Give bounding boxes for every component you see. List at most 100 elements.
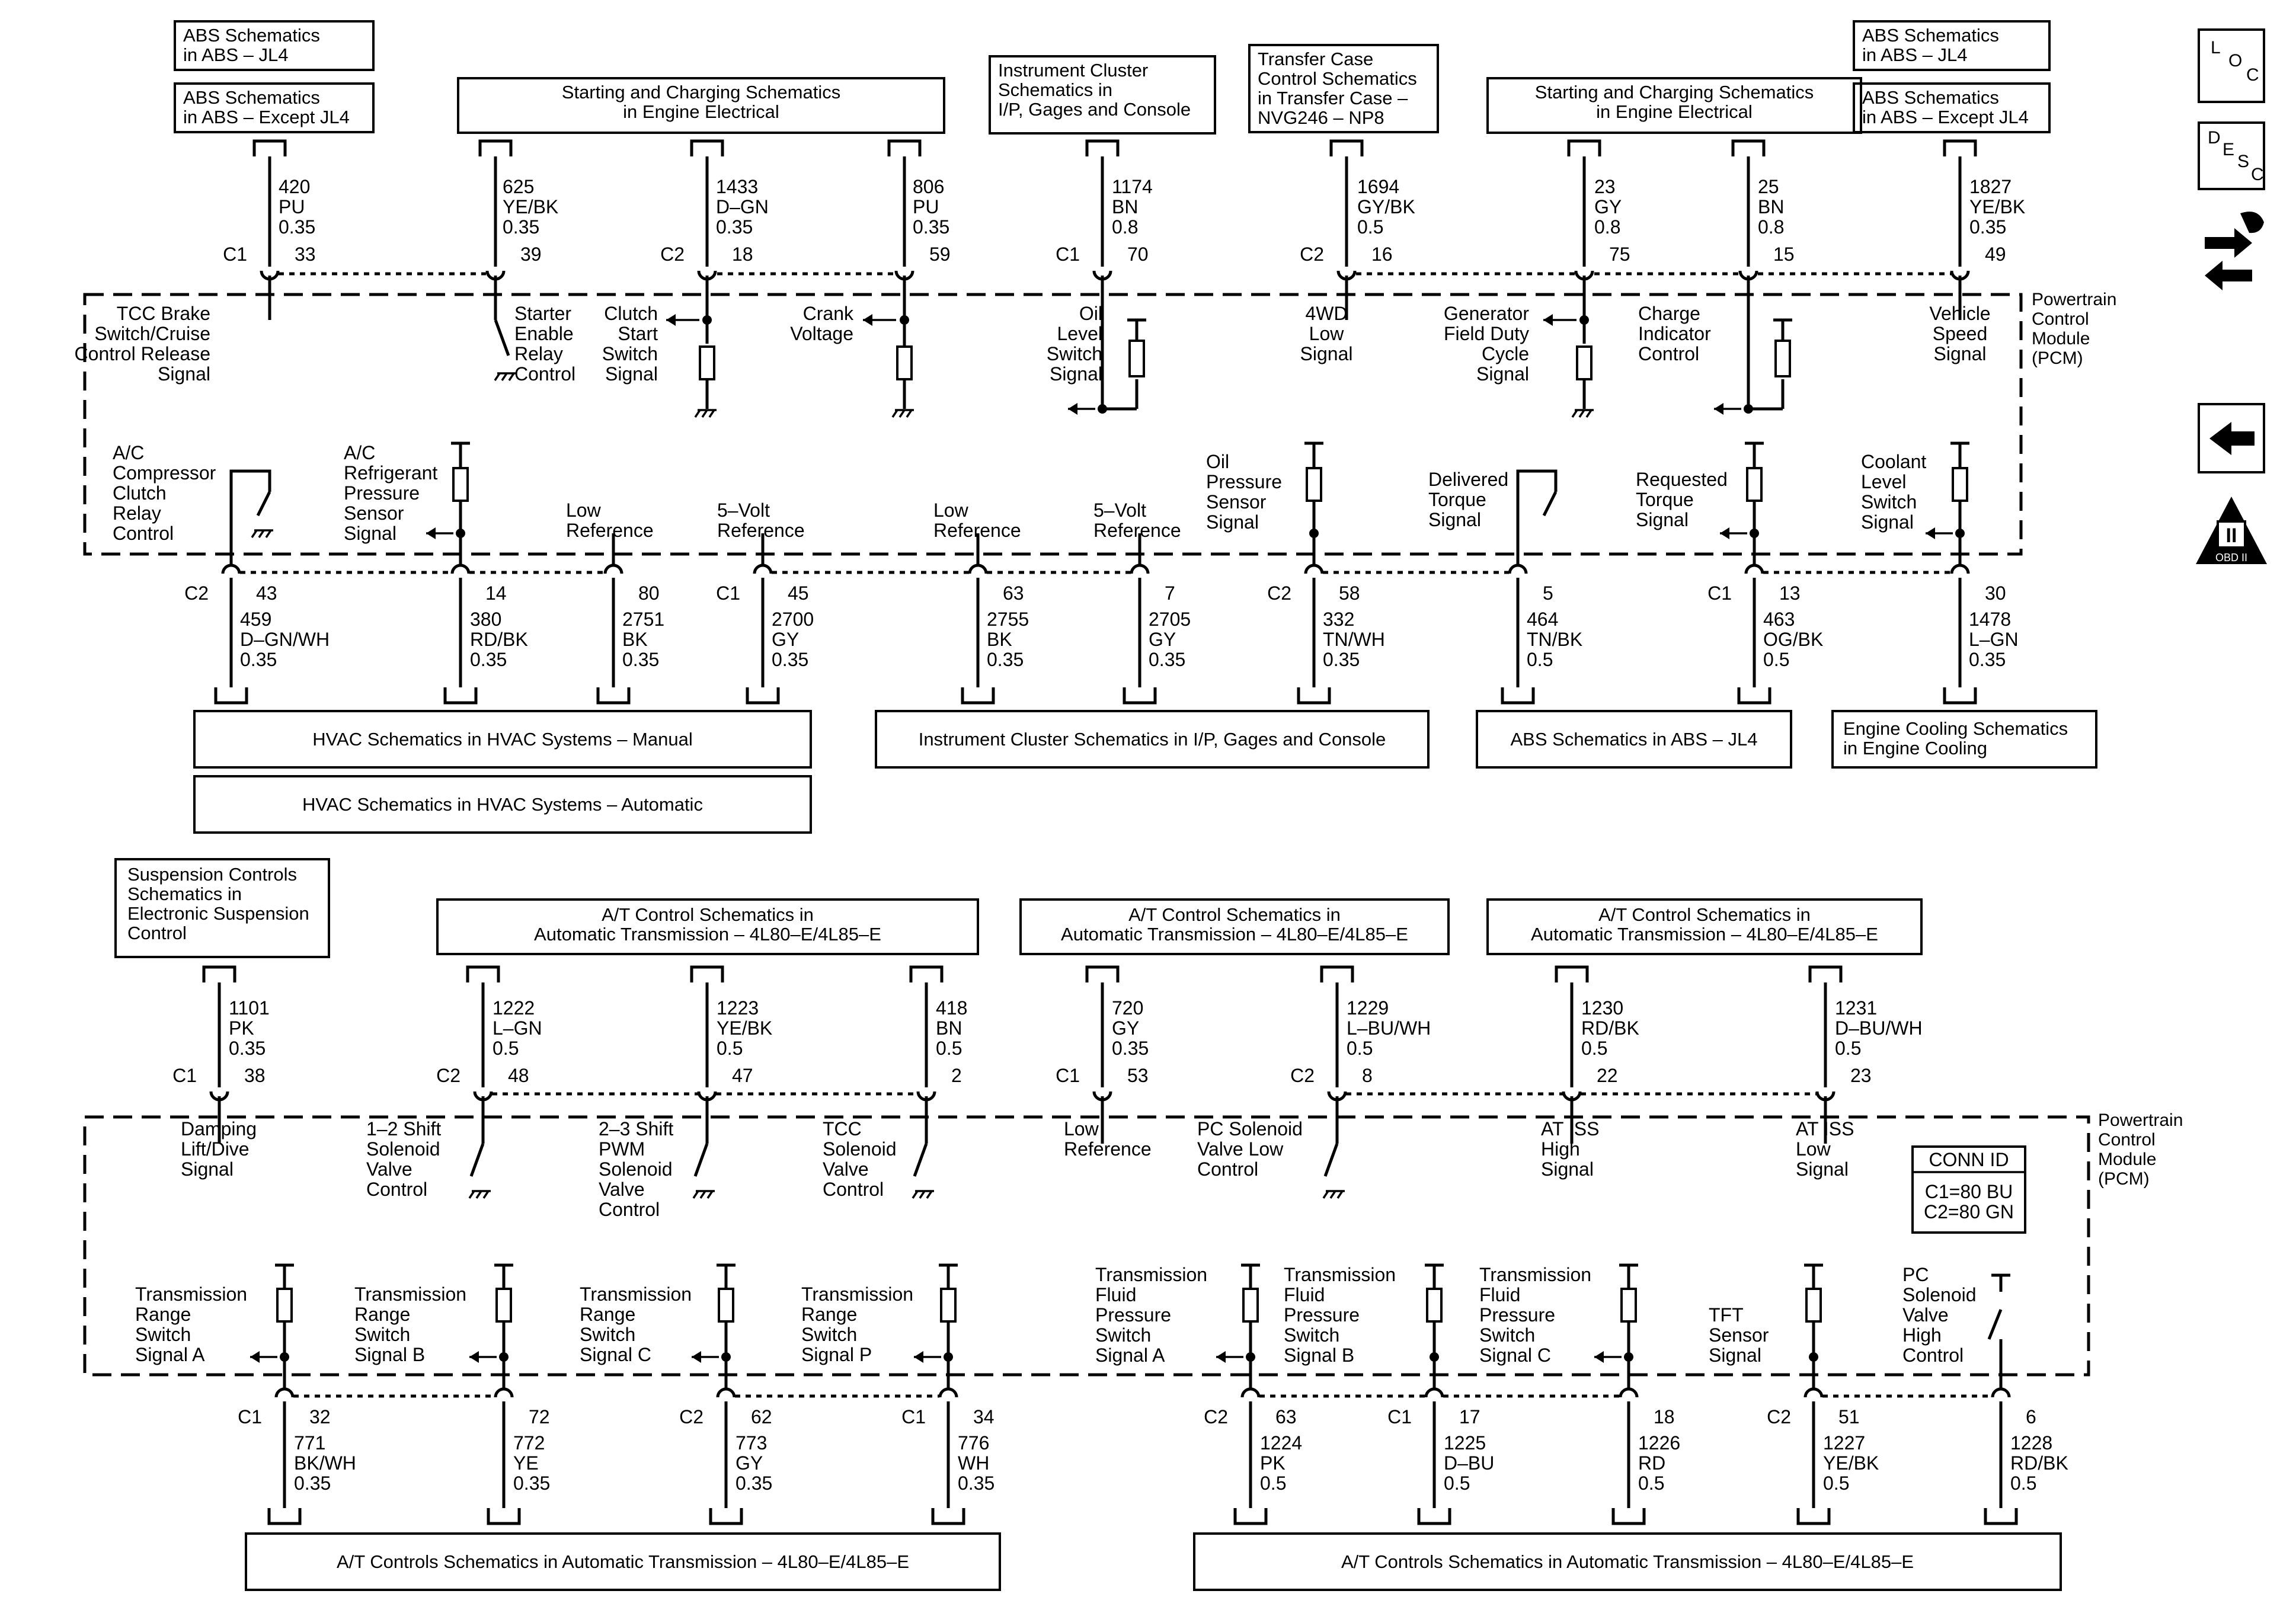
wire-color: GY bbox=[1594, 196, 1622, 217]
junction-dot bbox=[1430, 1352, 1439, 1362]
arrow-head bbox=[250, 1351, 260, 1363]
harness-connector bbox=[252, 139, 287, 156]
switch-blade bbox=[913, 1143, 928, 1177]
signal-label: Cycle bbox=[1482, 343, 1529, 364]
signal-label: Signal C bbox=[580, 1344, 651, 1365]
harness-connector bbox=[1567, 139, 1601, 156]
connector-swap-icon[interactable] bbox=[2205, 212, 2264, 290]
connector-pin bbox=[274, 1387, 295, 1398]
reference-text: in Engine Electrical bbox=[623, 101, 779, 122]
pin-number: 5 bbox=[1543, 582, 1553, 604]
reference-text: Schematics in bbox=[127, 884, 242, 904]
harness-connector bbox=[478, 139, 513, 156]
signal-label: Damping bbox=[181, 1118, 257, 1140]
ground-symbol bbox=[251, 529, 273, 538]
connector-pin bbox=[450, 564, 471, 574]
signal-label: Signal A bbox=[1095, 1345, 1165, 1366]
signal-label: Charge bbox=[1638, 303, 1700, 324]
wire-color: TN/WH bbox=[1323, 629, 1385, 650]
resistor bbox=[718, 1288, 734, 1323]
back-arrow-icon[interactable] bbox=[2198, 403, 2265, 473]
loc-icon[interactable]: LOC bbox=[2198, 28, 2265, 103]
harness-connector bbox=[1085, 965, 1120, 982]
wire-gauge: 0.5 bbox=[493, 1038, 519, 1059]
circuit-number: 420 bbox=[279, 176, 310, 197]
ground-symbol bbox=[1571, 409, 1594, 418]
ground-symbol bbox=[468, 1190, 491, 1199]
obd-numeral-frame bbox=[2217, 520, 2246, 549]
reference-box: HVAC Schematics in HVAC Systems – Manual bbox=[193, 710, 812, 769]
harness-connector bbox=[690, 965, 724, 982]
ground-symbol bbox=[891, 409, 914, 418]
reference-box: Instrument Cluster Schematics in I/P, Ga… bbox=[875, 710, 1430, 769]
resistor bbox=[940, 1288, 957, 1323]
connector-id: C2 bbox=[660, 244, 685, 265]
signal-label: High bbox=[1541, 1138, 1580, 1160]
signal-label: Vehicle bbox=[1929, 303, 1990, 324]
wire-color: GY/BK bbox=[1357, 196, 1415, 217]
arrow-head bbox=[1216, 1351, 1226, 1363]
circuit-number: 25 bbox=[1758, 176, 1779, 197]
signal-label: Signal B bbox=[354, 1344, 425, 1365]
signal-label: PC Solenoid bbox=[1197, 1118, 1303, 1140]
signal-label: Sensor bbox=[1206, 491, 1267, 513]
connector-pin bbox=[1950, 564, 1970, 574]
pcm-outline bbox=[83, 293, 2023, 556]
wire-gauge: 0.8 bbox=[1594, 216, 1620, 238]
signal-label: Signal bbox=[344, 523, 396, 544]
reference-text: in ABS – JL4 bbox=[183, 44, 289, 65]
wire-gauge: 0.35 bbox=[513, 1473, 550, 1494]
signal-label: Transmission bbox=[580, 1283, 692, 1305]
wire-color: D–BU/WH bbox=[1835, 1017, 1923, 1039]
pin-number: 13 bbox=[1779, 582, 1801, 604]
signal-label: High bbox=[1902, 1324, 1942, 1346]
arrow-head bbox=[1714, 403, 1723, 415]
resistor bbox=[699, 345, 715, 380]
harness-connector bbox=[961, 687, 995, 705]
ground-symbol bbox=[692, 1190, 715, 1199]
junction-dot bbox=[1309, 529, 1319, 538]
signal-label: Signal bbox=[1428, 509, 1481, 530]
desc-letter: E bbox=[2223, 140, 2234, 159]
circuit-number: 1174 bbox=[1112, 176, 1153, 197]
arrow-head bbox=[469, 1351, 479, 1363]
junction-dot bbox=[1809, 1352, 1818, 1362]
reference-text: ABS Schematics bbox=[183, 25, 320, 46]
wire-gauge: 0.35 bbox=[240, 649, 277, 670]
reference-text: A/T Controls Schematics in Automatic Tra… bbox=[337, 1551, 909, 1572]
reference-text: Starting and Charging Schematics bbox=[562, 82, 840, 103]
pin-number: 62 bbox=[751, 1406, 772, 1427]
signal-label: Solenoid bbox=[599, 1158, 673, 1180]
reference-box-frame bbox=[245, 1532, 1001, 1591]
signal-label: Valve bbox=[599, 1179, 645, 1200]
connector-id: C2 bbox=[1300, 244, 1324, 265]
connector-pin bbox=[1744, 564, 1764, 574]
pin-number: 53 bbox=[1127, 1065, 1149, 1086]
wire-gauge: 0.8 bbox=[1758, 216, 1784, 238]
circuit-number: 1227 bbox=[1823, 1432, 1865, 1454]
obd-caption: OBD II bbox=[2215, 552, 2247, 564]
junction-dot bbox=[1579, 315, 1589, 325]
connector-pin bbox=[968, 564, 988, 574]
signal-label: Delivered bbox=[1428, 469, 1508, 490]
switch-blade bbox=[1987, 1309, 2003, 1340]
conn-id-line: C2=80 GN bbox=[1924, 1201, 2014, 1222]
reference-text: Engine Cooling Schematics bbox=[1843, 718, 2068, 739]
arrow-head bbox=[692, 1351, 701, 1363]
circuit-number: 1827 bbox=[1969, 176, 2012, 197]
harness-connector bbox=[214, 687, 248, 705]
reference-text: Electronic Suspension bbox=[127, 903, 309, 924]
signal-label: Control bbox=[1902, 1345, 1964, 1366]
reference-text: Schematics in bbox=[998, 79, 1112, 100]
